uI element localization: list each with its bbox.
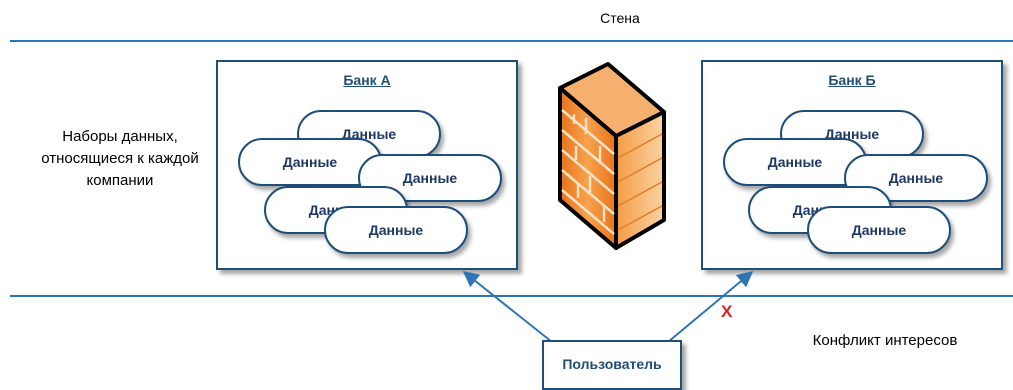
- arrow-icon: [667, 270, 754, 343]
- wall-top-line: [10, 40, 1013, 42]
- bank-b-data-item: Данные: [807, 206, 951, 254]
- bank-b-box: Банк Б Данные Данные Данные Данные Данны…: [701, 60, 1003, 270]
- arrow-icon: [462, 271, 553, 343]
- bank-a-data-item: Данные: [324, 206, 468, 254]
- datasets-label-line: компании: [86, 172, 154, 189]
- wall-bottom-line: [10, 295, 1013, 297]
- datasets-label-line: относящиеся к каждой: [41, 150, 199, 167]
- datasets-label-line: Наборы данных,: [62, 128, 178, 145]
- bank-a-title: Банк А: [343, 72, 391, 88]
- wall-label: Стена: [600, 10, 640, 26]
- datasets-label: Наборы данных, относящиеся к каждой комп…: [20, 126, 220, 192]
- bank-a-data-item: Данные: [358, 154, 502, 202]
- bank-b-title: Банк Б: [828, 72, 876, 88]
- firewall-icon: [558, 62, 666, 250]
- bank-a-box: Банк А Данные Данные Данные Данные Данны…: [216, 60, 518, 270]
- conflict-label: Конфликт интересов: [812, 332, 958, 349]
- blocked-x-icon: X: [721, 302, 733, 321]
- bank-b-data-item: Данные: [723, 138, 867, 186]
